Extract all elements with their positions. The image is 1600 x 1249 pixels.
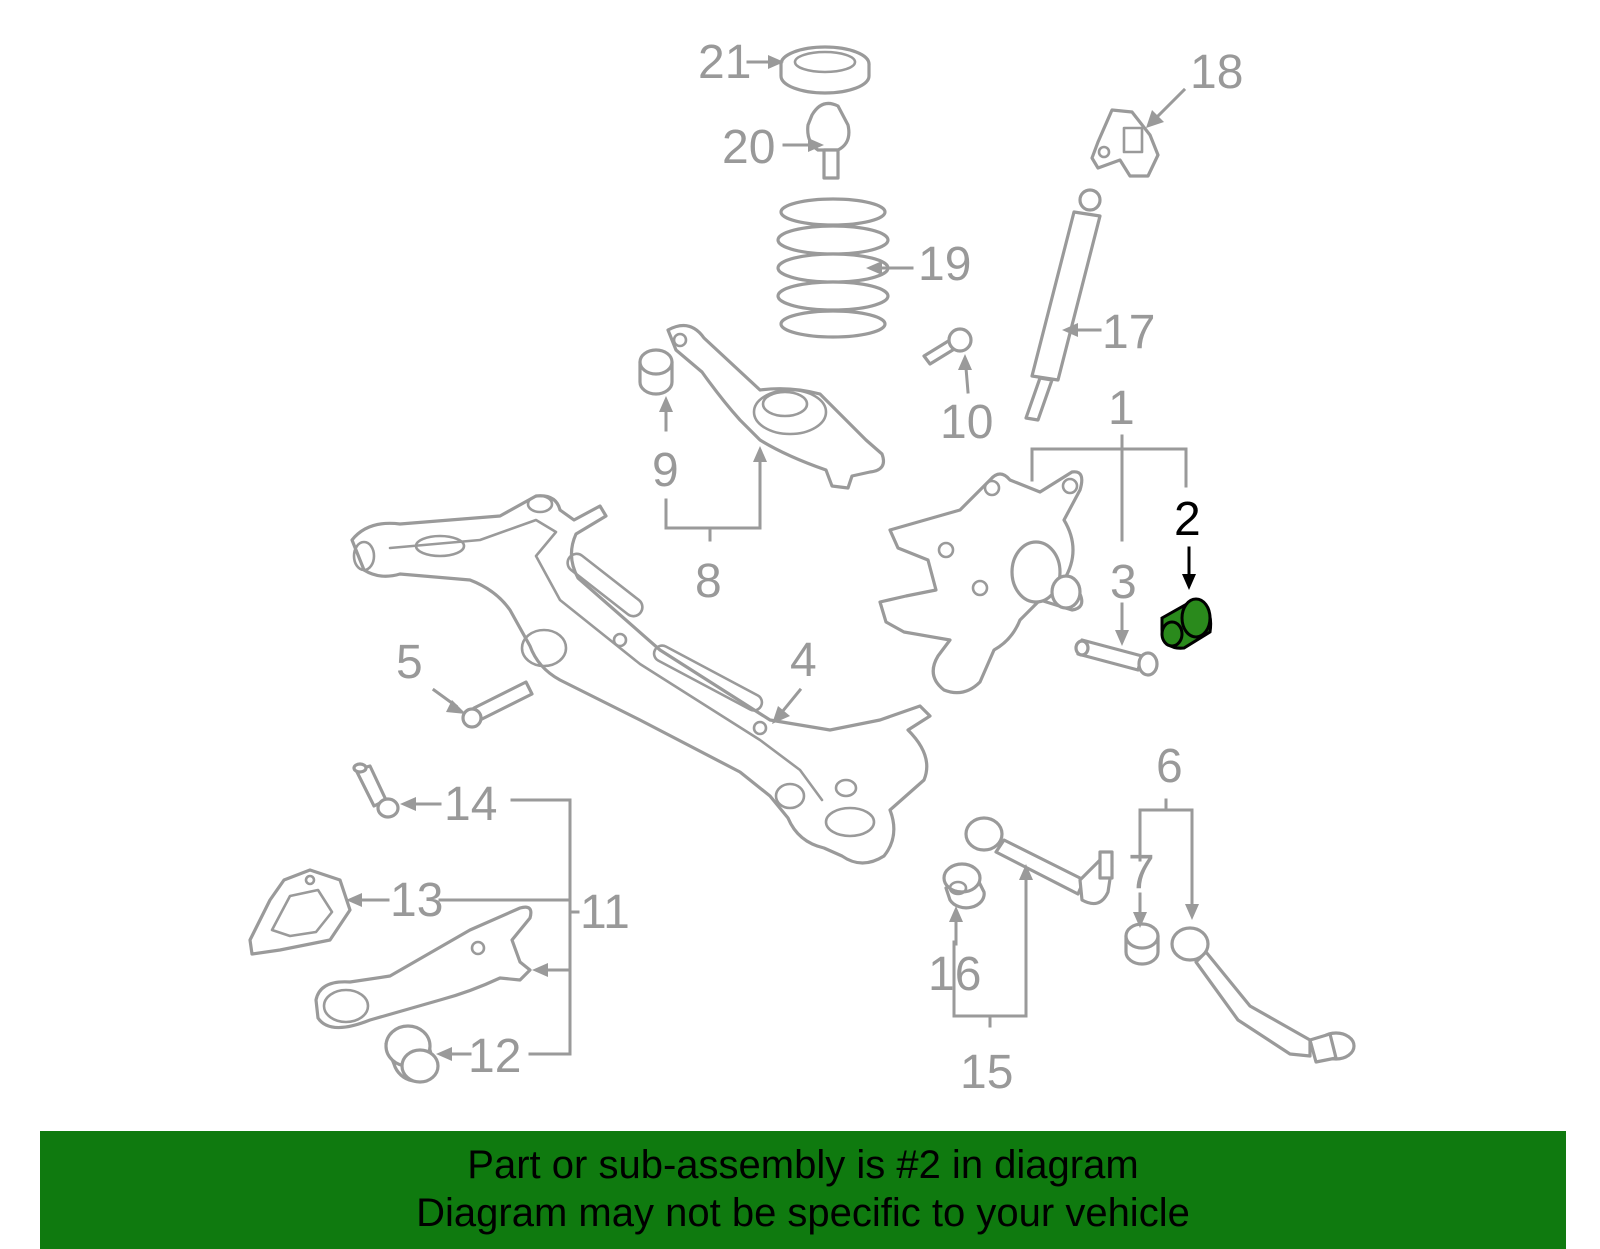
- part-2-bushing-highlighted[interactable]: [1160, 597, 1213, 650]
- part-1-knuckle: [878, 470, 1084, 695]
- part-13-bracket: [248, 868, 352, 956]
- part-16-bushing: [942, 862, 986, 910]
- part-8-upper-arm: [666, 323, 886, 490]
- callout-11: 11: [438, 798, 630, 1056]
- part-12-bushing: [384, 1024, 440, 1084]
- svg-text:1: 1: [1108, 382, 1135, 435]
- part-18-bracket: [1090, 108, 1160, 178]
- svg-text:3: 3: [1110, 556, 1137, 609]
- callout-9: 9: [652, 396, 679, 497]
- info-banner: Part or sub-assembly is #2 in diagram Di…: [40, 1131, 1566, 1249]
- callout-21: 21: [698, 36, 784, 89]
- part-10-bolt: [922, 327, 973, 366]
- part-15-link-arm: [964, 816, 1114, 906]
- svg-text:14: 14: [444, 778, 497, 831]
- part-9-bushing: [638, 348, 674, 396]
- part-7-bushing: [1124, 922, 1160, 966]
- svg-text:18: 18: [1190, 46, 1243, 99]
- part-20-bump-stop: [806, 101, 851, 180]
- callout-19: 19: [866, 238, 971, 291]
- callout-8: 8: [664, 446, 767, 608]
- suspension-parts-diagram: 21 20 19 18 17: [248, 36, 1356, 1099]
- callout-4: 4: [772, 634, 817, 724]
- part-11-lower-arm: [314, 905, 533, 1030]
- part-17-shock-absorber: [1024, 188, 1102, 422]
- callout-3: 3: [1110, 556, 1137, 646]
- svg-text:12: 12: [468, 1030, 521, 1083]
- svg-text:16: 16: [928, 948, 981, 1001]
- callout-2: 2: [1174, 493, 1201, 590]
- svg-text:21: 21: [698, 36, 751, 89]
- callout-5: 5: [396, 636, 466, 714]
- svg-text:10: 10: [940, 396, 993, 449]
- svg-text:2: 2: [1174, 493, 1201, 546]
- callout-15: 15: [952, 864, 1033, 1099]
- callout-14: 14: [400, 778, 497, 831]
- svg-text:13: 13: [390, 874, 443, 927]
- banner-line-2: Diagram may not be specific to your vehi…: [416, 1191, 1190, 1235]
- callout-20: 20: [722, 121, 824, 174]
- callout-13: 13: [346, 874, 443, 927]
- svg-text:4: 4: [790, 634, 817, 687]
- part-19-coil-spring: [776, 197, 890, 339]
- svg-text:9: 9: [652, 444, 679, 497]
- svg-text:5: 5: [396, 636, 423, 689]
- callout-6: 6: [1138, 740, 1199, 920]
- svg-text:20: 20: [722, 121, 775, 174]
- banner-line-1: Part or sub-assembly is #2 in diagram: [467, 1143, 1139, 1187]
- callout-16: 16: [928, 906, 981, 1001]
- callout-18: 18: [1146, 46, 1243, 128]
- callout-1: 1: [1030, 382, 1188, 542]
- callout-17: 17: [1062, 306, 1155, 359]
- part-21-spring-seat: [779, 45, 871, 95]
- callout-12: 12: [436, 1030, 521, 1083]
- svg-text:8: 8: [695, 555, 722, 608]
- part-5-bolt: [461, 680, 534, 729]
- svg-text:15: 15: [960, 1046, 1013, 1099]
- part-14-bolt: [352, 762, 400, 819]
- svg-text:19: 19: [918, 238, 971, 291]
- part-3-bolt: [1074, 638, 1159, 677]
- svg-text:11: 11: [580, 886, 630, 939]
- svg-text:6: 6: [1156, 740, 1183, 793]
- part-4-subframe: [350, 494, 932, 865]
- svg-text:17: 17: [1102, 306, 1155, 359]
- callout-10: 10: [940, 354, 993, 449]
- part-6-trailing-link: [1170, 926, 1356, 1064]
